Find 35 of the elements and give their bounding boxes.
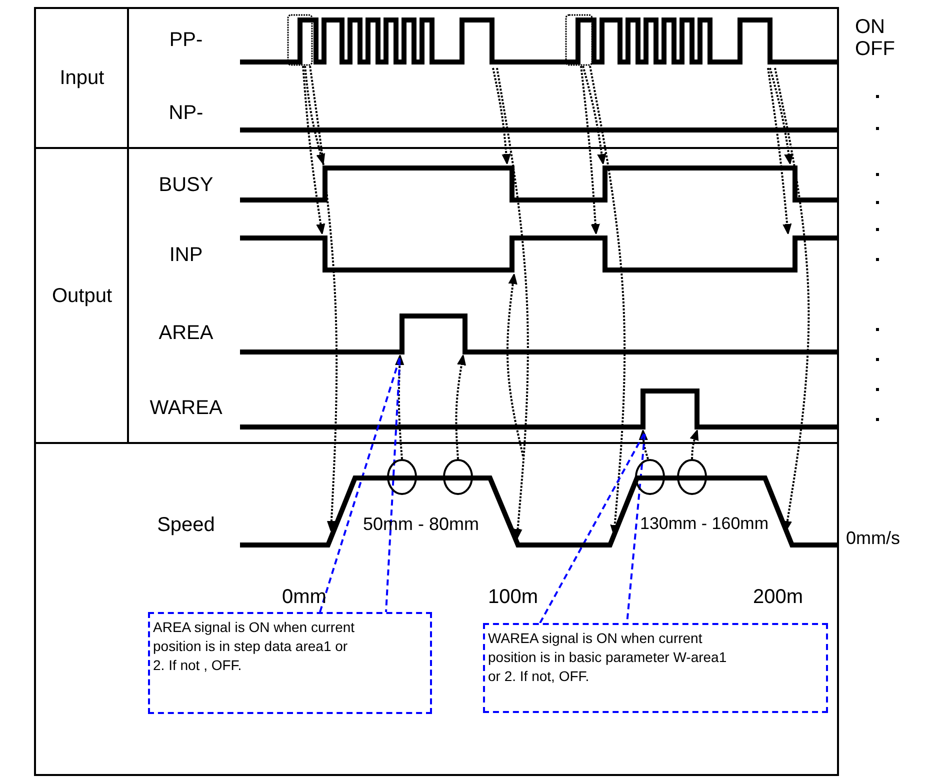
range-label: 130mm - 160mm xyxy=(640,515,768,532)
position-label: 200m xyxy=(753,587,804,607)
state-label: OFF xyxy=(855,39,895,59)
callout-text: WAREA signal is ON when current position is in basic parameter W-area1 or 2. If not, OFF. xyxy=(488,629,728,686)
arrow xyxy=(304,66,326,164)
arrow xyxy=(455,354,466,460)
arrow xyxy=(580,66,600,234)
speed-value-label: 0mm/s xyxy=(846,529,900,547)
position-label: 0mm xyxy=(282,587,326,607)
state-label: ON xyxy=(855,17,885,37)
signal-label: AREA xyxy=(158,323,214,343)
signal-label: WAREA xyxy=(148,398,224,418)
arrow xyxy=(496,68,529,540)
arrow xyxy=(638,430,649,460)
arrow xyxy=(767,68,792,234)
callout-box xyxy=(483,623,828,713)
signal-label: Speed xyxy=(156,515,216,535)
arrow xyxy=(492,68,511,164)
signal-label: INP xyxy=(168,245,204,265)
signal-label: BUSY xyxy=(158,175,214,195)
arrow xyxy=(506,274,524,456)
signal-label: NP- xyxy=(168,103,204,123)
arrow xyxy=(309,66,338,532)
arrow xyxy=(690,430,699,460)
signal-label: PP- xyxy=(168,30,204,50)
range-label: 50mm - 80mm xyxy=(363,515,480,533)
callout-text: AREA signal is ON when current position is in step data area1 or 2. If not , OFF. xyxy=(153,618,356,675)
arrow xyxy=(302,66,326,234)
section-label: Output xyxy=(52,284,112,308)
arrow xyxy=(395,354,404,460)
arrow xyxy=(582,66,606,164)
arrow xyxy=(769,68,794,164)
section-label: Input xyxy=(60,67,104,90)
callout-box xyxy=(148,612,432,714)
position-label: 100m xyxy=(488,587,538,607)
